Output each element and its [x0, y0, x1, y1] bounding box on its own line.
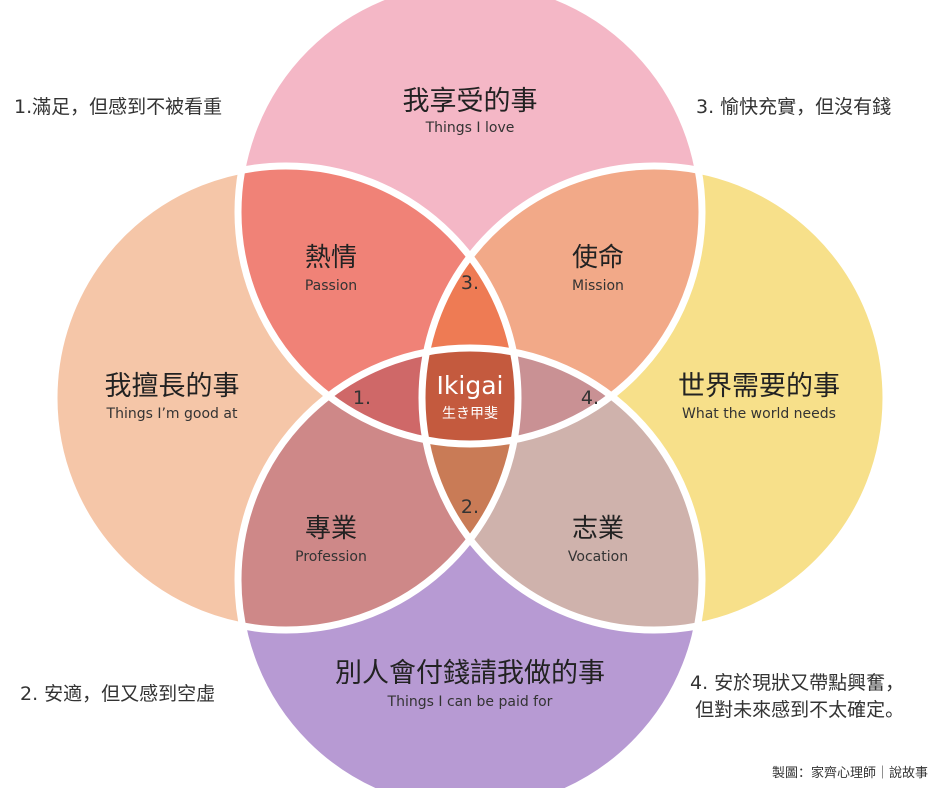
label-world-zh: 世界需要的事: [678, 371, 840, 402]
label-ikigai: Ikigai: [437, 371, 504, 400]
label-region-3: 3.: [461, 272, 479, 294]
label-love-zh: 我享受的事: [403, 86, 538, 117]
label-ikigai-jp: 生き甲斐: [442, 406, 498, 422]
note-complacent-uncertain: 4. 安於現狀又帶點興奮， 但對未來感到不太確定。: [690, 670, 904, 724]
note-satisfied-undervalued: 1.滿足，但感到不被看重: [14, 96, 223, 118]
credit-line: 製圖：家齊心理師｜說故事: [771, 766, 928, 781]
outline-top: [234, 0, 706, 448]
label-profession-zh: 專業: [305, 514, 357, 544]
label-good-zh: 我擅長的事: [105, 371, 240, 402]
label-paid-zh: 別人會付錢請我做的事: [335, 658, 605, 689]
outline-left: [50, 162, 522, 634]
label-region-2: 2.: [461, 496, 479, 518]
label-region-1: 1.: [353, 387, 371, 409]
outline-right: [418, 162, 890, 634]
note-4-line-2: 但對未來感到不太確定。: [695, 699, 905, 721]
label-passion-zh: 熱情: [305, 243, 357, 273]
label-vocation-en: Vocation: [568, 549, 628, 565]
note-comfortable-empty: 2. 安適，但又感到空虛: [20, 683, 216, 705]
label-world-en: What the world needs: [682, 406, 836, 422]
label-good-en: Things I’m good at: [106, 406, 238, 422]
label-profession-en: Profession: [295, 549, 367, 565]
label-love-en: Things I love: [425, 120, 515, 136]
note-4-line-1: 4. 安於現狀又帶點興奮，: [690, 672, 905, 694]
label-paid-en: Things I can be paid for: [387, 694, 553, 710]
label-vocation-zh: 志業: [572, 514, 624, 544]
label-region-4: 4.: [581, 387, 599, 409]
label-mission-zh: 使命: [572, 243, 624, 273]
note-fulfilled-no-money: 3. 愉快充實，但沒有錢: [696, 96, 892, 118]
label-mission-en: Mission: [572, 278, 624, 294]
outline-bottom: [234, 344, 706, 788]
label-passion-en: Passion: [305, 278, 357, 294]
